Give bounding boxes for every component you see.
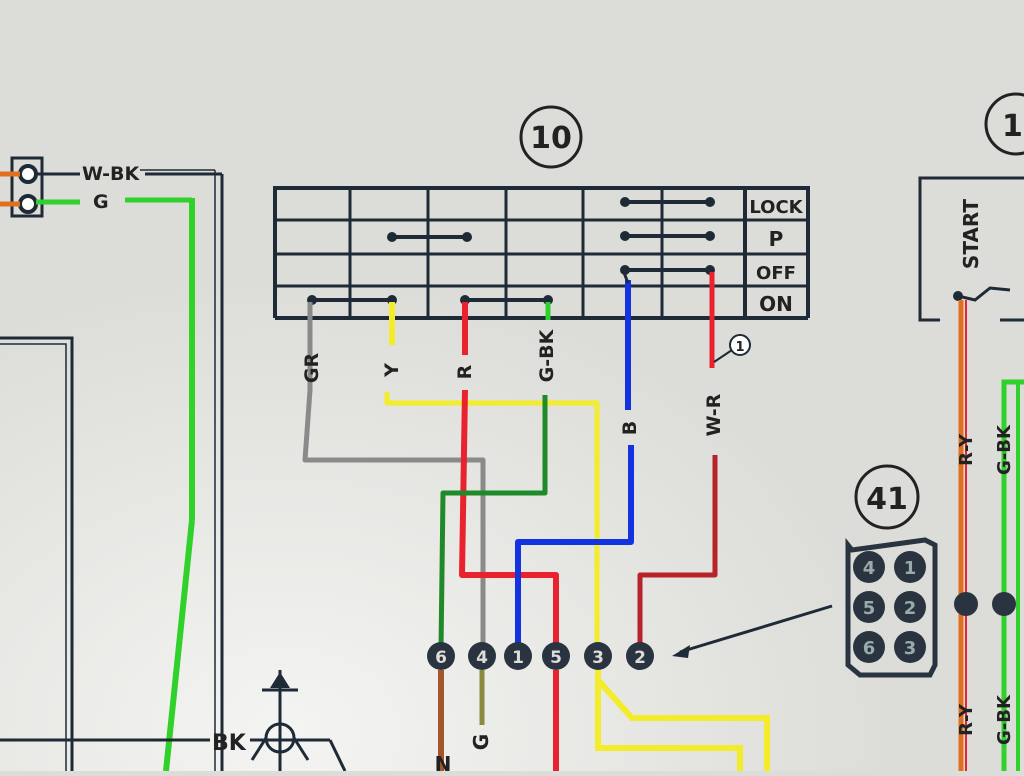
- connector-pins: 6 4 1 5 3 2: [427, 642, 654, 670]
- position-on: ON: [759, 292, 793, 316]
- starter-ref: 16: [984, 92, 1024, 156]
- ground-label: BK: [212, 731, 247, 756]
- wire-green-black-2: [438, 395, 548, 651]
- cavity-5: 5: [853, 591, 885, 623]
- wire-blue-2: [515, 445, 634, 650]
- starter-ref-number: 16: [1002, 109, 1024, 144]
- wire-label-b: B: [619, 421, 641, 435]
- position-off: OFF: [756, 263, 796, 284]
- svg-text:3: 3: [904, 638, 917, 659]
- svg-text:1: 1: [512, 648, 524, 668]
- ignition-switch-ref-number: 10: [530, 121, 572, 156]
- starter-label: START: [959, 199, 983, 269]
- svg-text:2: 2: [904, 598, 917, 619]
- pin-4: 4: [468, 642, 496, 670]
- left-connector: [0, 156, 44, 218]
- pin-2: 2: [626, 642, 654, 670]
- svg-text:6: 6: [863, 638, 876, 659]
- svg-text:5: 5: [550, 648, 562, 668]
- pin-1: 1: [504, 642, 532, 670]
- pin-3: 3: [584, 642, 612, 670]
- connector-41-ref: 41: [854, 464, 920, 530]
- pin-6: 6: [427, 642, 455, 670]
- starter-wires: [954, 300, 1024, 771]
- cavity-4: 4: [853, 551, 885, 583]
- ground-symbol: [0, 670, 347, 772]
- starter-box: [918, 176, 1024, 322]
- bottom-label-n: N: [435, 752, 452, 771]
- svg-text:3: 3: [592, 648, 604, 668]
- starter-wire-g-bk: G-BK: [994, 424, 1015, 475]
- cavity-1: 1: [894, 551, 926, 583]
- left-box: [0, 336, 74, 776]
- wire-label-y: Y: [381, 363, 403, 378]
- switch-wires: [302, 269, 718, 651]
- callout-1: 1: [713, 334, 751, 363]
- wire-white-red-2: [637, 455, 718, 650]
- cavity-6: 6: [853, 631, 885, 663]
- pin-5: 5: [542, 642, 570, 670]
- svg-text:5: 5: [863, 598, 876, 619]
- lower-wires: [438, 670, 770, 771]
- cavity-2: 2: [894, 591, 926, 623]
- svg-text:4: 4: [476, 648, 488, 668]
- ignition-switch-ref: 10: [519, 105, 583, 169]
- wire-yellow-2: [384, 392, 600, 650]
- wire-label-w-bk: W-BK: [82, 163, 140, 185]
- svg-text:6: 6: [435, 648, 447, 668]
- connector-41-ref-number: 41: [866, 482, 908, 517]
- wire-label-g-bk: G-BK: [536, 328, 558, 382]
- wire-label-gr: GR: [301, 353, 323, 384]
- starter-wire-r-y: R-Y: [956, 433, 977, 466]
- bottom-label-g: G: [469, 734, 493, 750]
- svg-text:1: 1: [904, 558, 917, 579]
- svg-text:2: 2: [634, 648, 646, 668]
- callout-1-number: 1: [735, 340, 744, 355]
- ignition-switch-grid: [273, 186, 810, 320]
- connector-pointer-arrow: [672, 604, 833, 658]
- wire-red-2: [459, 389, 559, 650]
- wire-label-g: G: [93, 191, 109, 213]
- svg-text:4: 4: [863, 558, 876, 579]
- starter-wire-g-bk-lower: G-BK: [994, 694, 1015, 745]
- wire-label-r: R: [454, 364, 476, 379]
- starter-wire-r-y-lower: R-Y: [956, 703, 977, 736]
- cavity-3: 3: [894, 631, 926, 663]
- connector-41-face: 4 1 5 2 6 3: [845, 537, 938, 678]
- position-lock: LOCK: [749, 197, 803, 218]
- wire-label-w-r: W-R: [703, 393, 725, 436]
- position-p: P: [769, 227, 784, 251]
- left-connector-wires: [36, 169, 224, 772]
